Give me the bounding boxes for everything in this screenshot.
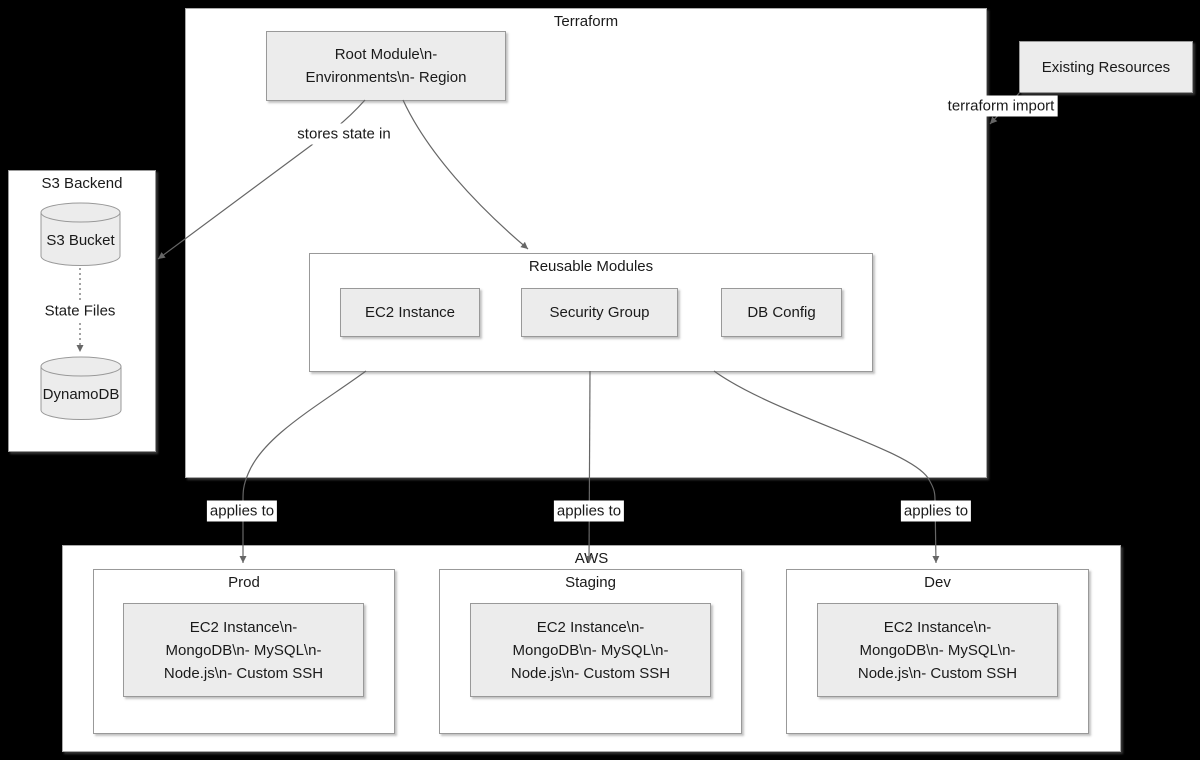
applies-to-prod-label: applies to	[206, 500, 278, 522]
security-group-node: Security Group	[521, 288, 678, 337]
ec2-instance-node: EC2 Instance	[340, 288, 480, 337]
dev-stack-line2: MongoDB\n- MySQL\n-	[859, 641, 1016, 659]
dev-title: Dev	[924, 574, 951, 591]
dev-stack-node: EC2 Instance\n- MongoDB\n- MySQL\n- Node…	[817, 603, 1058, 697]
prod-title: Prod	[228, 574, 260, 591]
dev-stack-line3: Node.js\n- Custom SSH	[857, 664, 1018, 682]
staging-stack-node: EC2 Instance\n- MongoDB\n- MySQL\n- Node…	[470, 603, 711, 697]
prod-stack-line3: Node.js\n- Custom SSH	[163, 664, 324, 682]
staging-stack-line1: EC2 Instance\n-	[536, 618, 645, 636]
terraform-title: Terraform	[553, 13, 619, 30]
staging-title: Staging	[565, 574, 616, 591]
cylinder-shape-icon	[40, 356, 122, 420]
reusable-modules-title: Reusable Modules	[528, 258, 654, 275]
staging-stack-line2: MongoDB\n- MySQL\n-	[512, 641, 669, 659]
security-group-label: Security Group	[549, 304, 650, 321]
db-config-label: DB Config	[747, 304, 816, 321]
root-module-line1: Root Module\n-	[334, 46, 438, 63]
applies-to-staging-label: applies to	[553, 500, 625, 522]
prod-stack-line2: MongoDB\n- MySQL\n-	[165, 641, 322, 659]
dev-stack-line1: EC2 Instance\n-	[883, 618, 992, 636]
prod-stack-line1: EC2 Instance\n-	[189, 618, 298, 636]
cylinder-shape-icon	[40, 202, 121, 266]
stores-state-in-label: stores state in	[294, 123, 394, 145]
db-config-node: DB Config	[721, 288, 842, 337]
aws-title: AWS	[574, 550, 609, 567]
staging-stack-line3: Node.js\n- Custom SSH	[510, 664, 671, 682]
existing-resources-node: Existing Resources	[1019, 41, 1193, 93]
root-module-line2: Environments\n- Region	[305, 69, 467, 86]
dynamodb-cylinder: DynamoDB	[40, 356, 122, 421]
ec2-instance-label: EC2 Instance	[364, 304, 456, 321]
dynamodb-label: DynamoDB	[42, 386, 120, 403]
applies-to-dev-label: applies to	[900, 500, 972, 522]
existing-resources-label: Existing Resources	[1041, 58, 1171, 76]
root-module-node: Root Module\n- Environments\n- Region	[266, 31, 506, 101]
prod-stack-node: EC2 Instance\n- MongoDB\n- MySQL\n- Node…	[123, 603, 364, 697]
s3-bucket-label: S3 Bucket	[46, 232, 115, 249]
state-files-label: State Files	[41, 300, 119, 322]
s3-bucket-cylinder: S3 Bucket	[40, 202, 121, 267]
terraform-import-label: terraform import	[944, 95, 1058, 117]
s3-backend-title: S3 Backend	[41, 175, 123, 192]
